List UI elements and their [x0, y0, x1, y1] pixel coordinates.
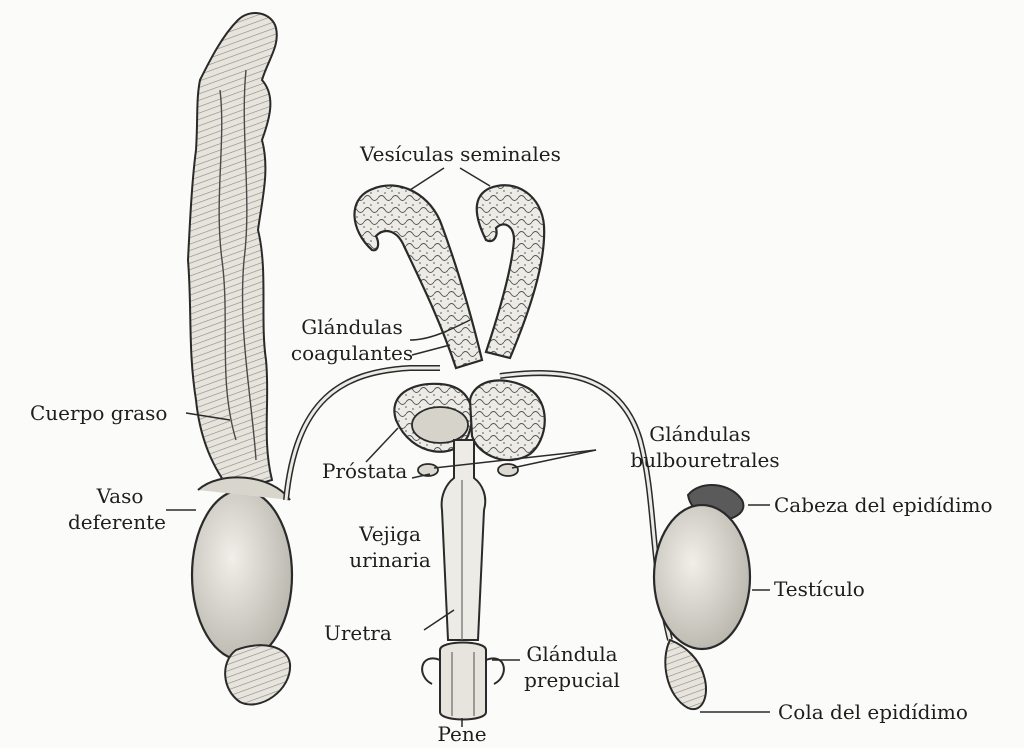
testis-left [192, 490, 292, 660]
label-vesiculas-seminales: Vesículas seminales [360, 143, 561, 165]
penis [440, 643, 486, 720]
preputial-gland-left [422, 658, 440, 684]
preputial-gland-right [486, 658, 504, 684]
seminal-vesicle-right [477, 185, 544, 358]
label-cola-epididimo: Cola del epidídimo [778, 701, 968, 723]
label-vaso-deferente-line1: Vaso [70, 485, 170, 507]
urethra [442, 440, 486, 640]
label-testiculo: Testículo [774, 578, 865, 600]
label-glandula-prepucial-line1: Glándula [512, 643, 632, 665]
label-uretra: Uretra [324, 622, 392, 644]
label-pene: Pene [422, 723, 502, 745]
label-cabeza-epididimo: Cabeza del epidídimo [774, 494, 993, 516]
label-glandulas-bulbouretrales-line1: Glándulas [630, 423, 770, 445]
bulbourethral-gland-right [498, 464, 518, 476]
label-glandulas-coagulantes-line1: Glándulas [282, 316, 422, 338]
label-glandula-prepucial-line2: prepucial [512, 669, 632, 691]
label-vejiga-urinaria-line1: Vejiga [340, 523, 440, 545]
label-glandulas-coagulantes-line2: coagulantes [282, 342, 422, 364]
prostate-lobe-right [470, 380, 545, 460]
label-glandulas-bulbouretrales-line2: bulbouretrales [620, 449, 790, 471]
label-cuerpo-graso: Cuerpo graso [30, 402, 167, 424]
label-prostata: Próstata [322, 460, 407, 482]
testis-right [654, 505, 750, 649]
fat-body-left [188, 13, 277, 492]
label-vejiga-urinaria-line2: urinaria [340, 549, 440, 571]
label-vaso-deferente-line2: deferente [62, 511, 172, 533]
